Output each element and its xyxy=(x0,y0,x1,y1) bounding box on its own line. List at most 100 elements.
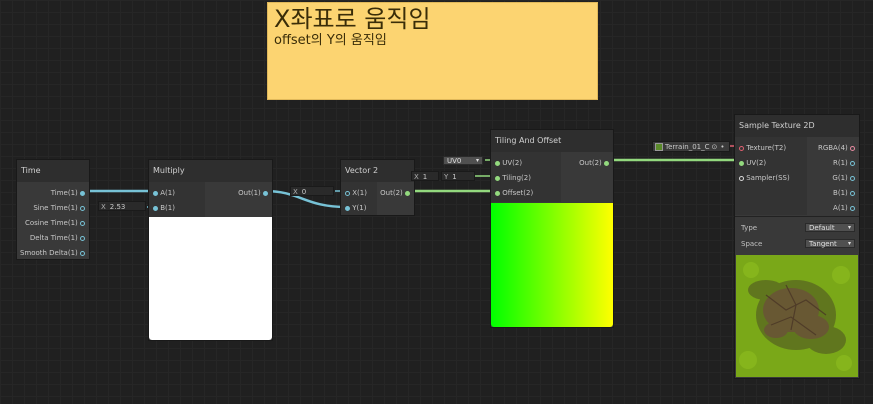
sample-r-output-port[interactable]: R(1) xyxy=(833,157,855,169)
vector2-x-input-port[interactable]: X(1) xyxy=(345,187,367,199)
delta-time-output-port[interactable]: Delta Time(1) xyxy=(30,232,85,244)
port-connector-icon[interactable] xyxy=(850,160,855,166)
port-connector-icon[interactable] xyxy=(80,205,85,211)
multiply-a-input-port[interactable]: A(1) xyxy=(153,187,175,199)
port-connector-icon[interactable] xyxy=(604,160,609,166)
node-header[interactable]: Tiling And Offset xyxy=(491,130,613,152)
time-node[interactable]: Time Time(1) Sine Time(1) Cosine Time(1)… xyxy=(16,159,90,260)
sticky-note-body[interactable]: offset의 Y의 움직임 xyxy=(274,33,387,48)
dropdown-value: Default xyxy=(809,224,835,232)
field-axis-label: X xyxy=(101,203,106,211)
vector2-node[interactable]: Vector 2 X(1) Y(1) Out(2) xyxy=(340,159,415,216)
port-connector-icon[interactable] xyxy=(263,190,268,196)
field-value[interactable]: 0 xyxy=(301,188,307,196)
multiply-node[interactable]: Multiply A(1) B(1) Out(1) xyxy=(148,159,273,341)
sample-texture-2d-node[interactable]: Sample Texture 2D Texture(T2) UV(2) Samp… xyxy=(734,114,860,379)
tiling-and-offset-node[interactable]: Tiling And Offset UV(2) Tiling(2) Offset… xyxy=(490,129,614,328)
port-label: Delta Time(1) xyxy=(29,234,78,242)
sticky-note-title[interactable]: X좌표로 움직임 xyxy=(274,5,431,33)
smooth-delta-output-port[interactable]: Smooth Delta(1) xyxy=(20,247,85,259)
section-divider xyxy=(735,216,859,217)
port-label: B(1) xyxy=(160,204,175,212)
input-panel xyxy=(735,137,807,215)
tiling-output-port[interactable]: Out(2) xyxy=(579,157,609,169)
tiling-offset-input-port[interactable]: Offset(2) xyxy=(495,187,533,199)
chevron-down-icon: ▾ xyxy=(847,224,851,231)
sample-texture-input-port[interactable]: Texture(T2) xyxy=(739,142,786,154)
port-label: UV(2) xyxy=(746,159,767,167)
port-label: Out(1) xyxy=(238,189,261,197)
port-connector-icon[interactable] xyxy=(495,190,500,196)
space-label: Space xyxy=(741,240,763,248)
terrain-texture-preview xyxy=(736,255,858,377)
tiling-uv-input-port[interactable]: UV(2) xyxy=(495,157,522,169)
port-connector-icon[interactable] xyxy=(153,190,158,196)
vector2-output-port[interactable]: Out(2) xyxy=(380,187,410,199)
uv-channel-dropdown[interactable]: UV0▾ xyxy=(443,156,483,165)
port-connector-icon[interactable] xyxy=(80,235,85,241)
port-connector-icon[interactable] xyxy=(153,205,158,211)
port-label: G(1) xyxy=(832,174,848,182)
port-connector-icon[interactable] xyxy=(850,205,855,211)
port-label: Sine Time(1) xyxy=(33,204,78,212)
port-connector-icon[interactable] xyxy=(345,205,350,211)
node-header[interactable]: Vector 2 xyxy=(341,160,414,182)
object-picker-icon[interactable]: ⊙ xyxy=(711,143,718,151)
sine-time-output-port[interactable]: Sine Time(1) xyxy=(33,202,85,214)
multiply-b-input-port[interactable]: B(1) xyxy=(153,202,175,214)
sample-rgba-output-port[interactable]: RGBA(4) xyxy=(818,142,855,154)
port-connector-icon[interactable] xyxy=(739,160,744,166)
sample-uv-input-port[interactable]: UV(2) xyxy=(739,157,766,169)
port-connector-icon[interactable] xyxy=(739,145,744,151)
chevron-down-icon: ▾ xyxy=(475,157,479,164)
field-axis-label: X xyxy=(414,173,419,181)
port-label: UV(2) xyxy=(502,159,523,167)
input-panel xyxy=(491,152,561,202)
space-dropdown[interactable]: Tangent▾ xyxy=(805,239,855,248)
node-header[interactable]: Time xyxy=(17,160,89,182)
port-connector-icon[interactable] xyxy=(80,250,85,256)
texture-asset-field[interactable]: Terrain_01_C⊙• xyxy=(652,141,730,152)
dropdown-value: Tangent xyxy=(809,240,837,248)
texture-thumbnail-icon xyxy=(655,143,663,151)
port-connector-icon[interactable] xyxy=(80,220,85,226)
tiling-tiling-input-port[interactable]: Tiling(2) xyxy=(495,172,531,184)
port-label: Y(1) xyxy=(352,204,367,212)
sample-sampler-input-port[interactable]: Sampler(SS) xyxy=(739,172,790,184)
port-connector-icon[interactable] xyxy=(495,175,500,181)
port-label: A(1) xyxy=(833,204,848,212)
port-connector-icon[interactable] xyxy=(495,160,500,166)
field-value[interactable]: 1 xyxy=(422,173,428,181)
field-axis-label: Y xyxy=(444,173,449,181)
port-connector-icon[interactable] xyxy=(345,190,350,196)
multiply-output-port[interactable]: Out(1) xyxy=(238,187,268,199)
dropdown-dot-icon[interactable]: • xyxy=(720,143,725,151)
port-connector-icon[interactable] xyxy=(739,175,744,181)
port-label: Texture(T2) xyxy=(746,144,787,152)
port-label: RGBA(4) xyxy=(817,144,848,152)
node-header[interactable]: Sample Texture 2D xyxy=(735,115,859,137)
vector2-y-input-port[interactable]: Y(1) xyxy=(345,202,366,214)
port-connector-icon[interactable] xyxy=(850,145,855,151)
sample-g-output-port[interactable]: G(1) xyxy=(832,172,855,184)
time-output-port[interactable]: Time(1) xyxy=(51,187,85,199)
node-header[interactable]: Multiply xyxy=(149,160,272,182)
sticky-note[interactable]: X좌표로 움직임 offset의 Y의 움직임 xyxy=(267,2,598,100)
port-connector-icon[interactable] xyxy=(850,190,855,196)
cosine-time-output-port[interactable]: Cosine Time(1) xyxy=(25,217,85,229)
sample-a-output-port[interactable]: A(1) xyxy=(833,202,855,214)
field-value[interactable]: 1 xyxy=(452,173,457,181)
sample-b-output-port[interactable]: B(1) xyxy=(833,187,855,199)
type-dropdown[interactable]: Default ▾ xyxy=(805,223,855,232)
port-connector-icon[interactable] xyxy=(850,175,855,181)
texture-name: Terrain_01_C xyxy=(665,143,710,151)
input-panel xyxy=(149,182,205,217)
port-connector-icon[interactable] xyxy=(80,190,85,196)
port-connector-icon[interactable] xyxy=(405,190,410,196)
field-value[interactable]: 2.53 xyxy=(109,203,126,211)
tiling-preview xyxy=(491,203,613,327)
